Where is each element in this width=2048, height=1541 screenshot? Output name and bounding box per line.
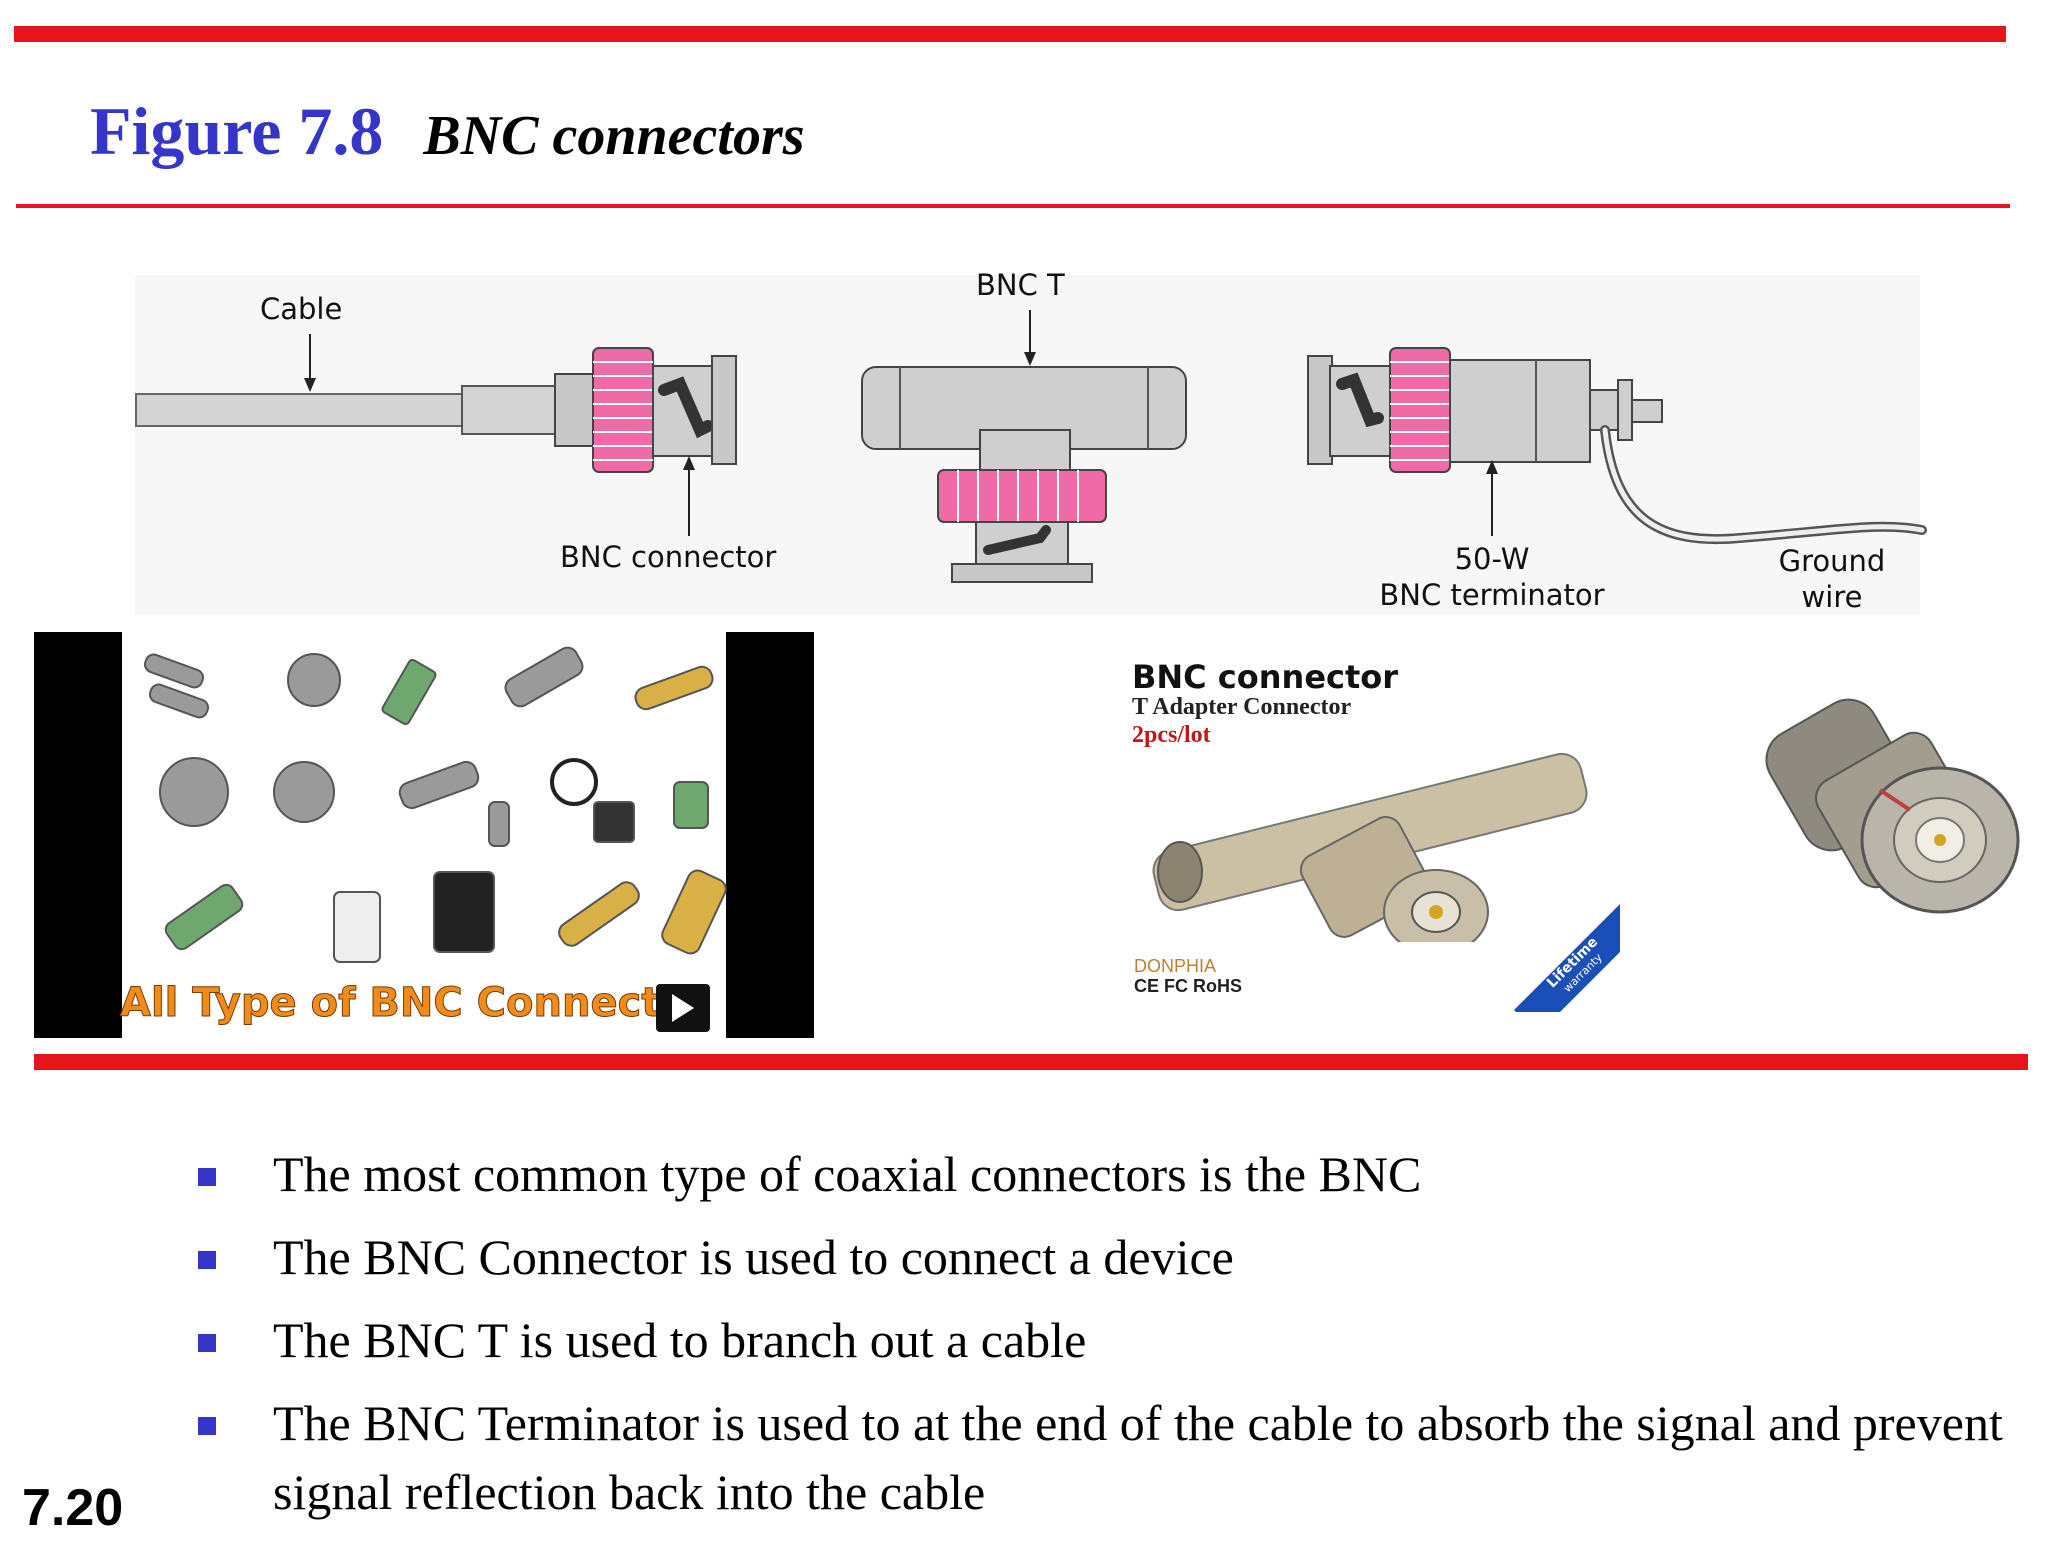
channel-logo-icon <box>656 984 710 1032</box>
bullet-marker-icon <box>198 1417 216 1435</box>
bullet-item: The most common type of coaxial connecto… <box>190 1140 2010 1209</box>
certification-marks: CE FC RoHS <box>1134 976 1242 996</box>
bullet-text: The BNC Terminator is used to at the end… <box>273 1395 2003 1520</box>
bullet-item: The BNC Connector is used to connect a d… <box>190 1223 2010 1292</box>
bullet-item: The BNC Terminator is used to at the end… <box>190 1389 2010 1527</box>
bullet-item: The BNC T is used to branch out a cable <box>190 1306 2010 1375</box>
bullet-marker-icon <box>198 1168 216 1186</box>
cable-graphic <box>135 385 559 435</box>
bullet-text: The most common type of coaxial connecto… <box>273 1146 1422 1202</box>
title-underline <box>16 204 2010 208</box>
collage-banner-text: All Type of BNC Connector <box>120 980 709 1027</box>
ground-wire-label-line1: Ground <box>1778 544 1886 578</box>
bnc-plug-image <box>1765 698 2020 914</box>
terminator-name-label: BNC terminator <box>1379 578 1605 612</box>
bullet-marker-icon <box>198 1334 216 1352</box>
bnc-t-label: BNC T <box>976 268 1065 302</box>
figure-title: Figure 7.8 BNC connectors <box>90 92 805 182</box>
bnc-terminator-graphic <box>1307 347 1927 545</box>
bnc-t-graphic <box>861 310 1187 583</box>
bnc-connector-label: BNC connector <box>560 540 777 574</box>
bullet-list: The most common type of coaxial connecto… <box>190 1140 2010 1541</box>
product-quantity: 2pcs/lot <box>1132 722 1211 748</box>
t-adapter-image <box>1152 752 1588 942</box>
bullet-marker-icon <box>198 1251 216 1269</box>
bullet-text: The BNC Connector is used to connect a d… <box>273 1229 1234 1285</box>
bnc-diagram <box>135 275 1927 615</box>
figure-number: Figure 7.8 <box>90 93 384 169</box>
collage-photo: All Type of BNC Connector <box>34 632 814 1038</box>
cable-label: Cable <box>260 292 343 326</box>
bnc-plug-photo <box>1760 690 2040 940</box>
page-number: 7.20 <box>22 1479 124 1537</box>
bnc-connector-graphic <box>554 347 737 536</box>
bullet-text: The BNC T is used to branch out a cable <box>273 1312 1087 1368</box>
top-rule <box>14 26 2006 42</box>
product-title: BNC connector <box>1132 658 1399 696</box>
ground-wire-label-line2: wire <box>1801 580 1863 614</box>
connector-collage-image <box>122 632 727 1038</box>
product-subtitle: T Adapter Connector <box>1132 694 1352 720</box>
t-adapter-product-photo: BNC connector T Adapter Connector 2pcs/l… <box>1120 652 1620 1012</box>
terminator-rating-label: 50-W <box>1454 542 1530 576</box>
bottom-rule <box>34 1054 2028 1070</box>
figure-caption: BNC connectors <box>423 105 805 167</box>
product-brand: DONPHIA <box>1134 956 1217 976</box>
